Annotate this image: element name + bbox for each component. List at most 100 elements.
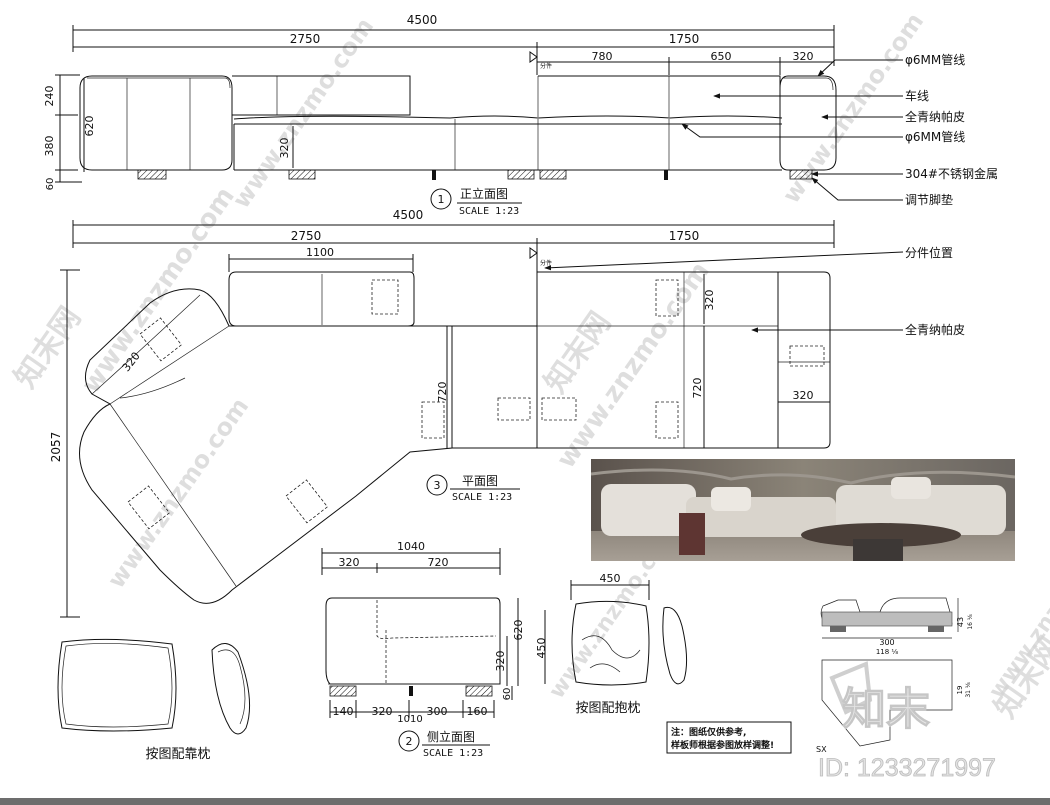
ref-label-sx: SX <box>816 745 827 754</box>
brand-logo: 知末 ID: 1233271997 <box>818 661 996 782</box>
view-title-plan: 平面图 <box>462 474 498 488</box>
plan-chaise-section <box>79 288 453 604</box>
ref-dim-16: 16 ⅛ <box>967 614 974 630</box>
metal-leg <box>432 170 436 180</box>
dim-side-160: 160 <box>467 705 488 718</box>
dim-plan-left: 2750 <box>291 229 322 243</box>
split-tag: 分件 <box>540 259 552 267</box>
callout-split-position: 分件位置 <box>905 245 953 260</box>
dim-side-320-top: 320 <box>339 556 360 569</box>
dim-plan-2057: 2057 <box>49 432 63 463</box>
dim-side-140: 140 <box>333 705 354 718</box>
dim-side-320-bot: 320 <box>372 705 393 718</box>
dim-front-620: 620 <box>83 116 96 137</box>
callout-adjustable-foot: 调节脚垫 <box>905 192 953 207</box>
adjustable-foot <box>137 169 167 180</box>
view-number-badge <box>430 188 452 210</box>
dim-front-380: 380 <box>43 136 56 157</box>
dim-plan-720-a: 720 <box>436 382 449 403</box>
connector-bracket <box>285 479 328 524</box>
note-box: 注：图纸仅供参考, 样板师根据参图放样调整! <box>666 721 792 754</box>
dim-side-620: 620 <box>512 620 525 641</box>
back-cushion-left <box>232 75 411 116</box>
plan-view: 4500 2750 1750 1100 分件 分件位置 2057 320 <box>49 208 965 618</box>
reference-mini-drawing: 43 16 ⅛ 300 118 ⅛ 19 31 ⅛ SX <box>816 597 974 754</box>
dim-front-total: 4500 <box>407 13 438 27</box>
adjustable-foot <box>465 685 493 697</box>
dim-front-inner-320: 320 <box>278 138 291 159</box>
label-back-cushion: 按图配靠枕 <box>145 747 210 762</box>
right-armrest <box>779 75 837 171</box>
reference-photo <box>591 459 1015 561</box>
connector-bracket <box>497 397 531 421</box>
watermark-text: www.znzmo.com <box>76 182 241 399</box>
note-line-1: 注：图纸仅供参考, <box>671 726 746 738</box>
ref-dim-118: 118 ⅛ <box>876 648 899 656</box>
throw-pillow-outline <box>571 600 650 686</box>
id-text: ID: 1233271997 <box>818 754 996 782</box>
left-armrest <box>79 75 233 171</box>
side-profile <box>325 597 501 685</box>
connector-bracket <box>421 401 445 439</box>
pillows: 按图配靠枕 450 按图配抱枕 <box>57 572 688 762</box>
throw-pillow-side-outline <box>662 606 688 685</box>
dim-front-60: 60 <box>45 178 56 191</box>
label-throw-pillow: 按图配抱枕 <box>575 700 640 716</box>
back-cushion-outline <box>57 638 177 732</box>
view-number-badge <box>426 474 448 496</box>
ref-dim-31: 31 ⅛ <box>965 682 972 698</box>
dim-plan-1100: 1100 <box>306 246 334 259</box>
metal-leg <box>409 686 413 696</box>
split-marker-icon <box>529 51 538 63</box>
dim-plan-320-right: 320 <box>793 389 814 402</box>
plan-right-armrest <box>778 271 831 449</box>
callout-steel-304: 304#不锈钢金属 <box>905 166 998 181</box>
dim-front-320: 320 <box>793 50 814 63</box>
dim-plan-320-top: 320 <box>703 290 716 311</box>
split-marker-icon <box>529 247 538 259</box>
connector-bracket <box>541 397 577 421</box>
connector-bracket <box>655 279 679 317</box>
view-number: 3 <box>434 479 441 492</box>
adjustable-foot <box>329 685 357 697</box>
callout-stitch: 车线 <box>905 88 929 103</box>
dim-front-240: 240 <box>43 86 56 107</box>
connector-bracket <box>371 279 399 315</box>
callout-pipe-6mm-seat: φ6MM管线 <box>905 129 965 144</box>
split-tag: 分件 <box>540 62 552 70</box>
dim-plan-720-b: 720 <box>691 378 704 399</box>
dim-pillow-450: 450 <box>600 572 621 585</box>
plan-back-cushion-left <box>228 271 415 327</box>
adjustable-foot <box>288 169 316 180</box>
seat-cushion-line <box>233 115 783 120</box>
ref-plan-outline <box>821 659 953 747</box>
watermark-text: www.znzmo.com <box>102 393 254 594</box>
dim-side-320-right: 320 <box>494 651 507 672</box>
ref-dim-19: 19 <box>956 686 964 695</box>
dim-side-450: 450 <box>535 638 548 659</box>
dim-plan-total: 4500 <box>393 208 424 222</box>
adjustable-foot <box>789 169 813 180</box>
callout-napa-leather-plan: 全青纳帕皮 <box>905 322 965 337</box>
dim-front-right: 1750 <box>669 32 700 46</box>
ref-dim-300: 300 <box>879 638 894 647</box>
view-title-side: 侧立面图 <box>427 729 475 744</box>
side-elevation-view: 1040 320 720 320 620 450 60 140 320 1010… <box>321 540 548 759</box>
plan-middle-seat <box>452 325 538 449</box>
view-scale-side: SCALE 1:23 <box>423 748 483 759</box>
dim-side-1010: 1010 <box>397 714 422 725</box>
adjustable-foot <box>507 169 535 180</box>
dim-side-60: 60 <box>502 688 513 701</box>
note-line-2: 样板师根据参图放样调整! <box>671 739 774 751</box>
photo-render <box>591 459 1015 561</box>
adjustable-foot <box>539 169 567 180</box>
bottom-bar <box>0 798 1050 805</box>
back-cushion-side-outline <box>211 643 251 735</box>
dim-side-300: 300 <box>427 705 448 718</box>
connector-bracket <box>655 401 679 439</box>
ref-dim-43: 43 <box>956 617 965 627</box>
view-number-badge <box>398 730 420 752</box>
dim-front-left: 2750 <box>290 32 321 46</box>
view-scale-front: SCALE 1:23 <box>459 206 519 217</box>
